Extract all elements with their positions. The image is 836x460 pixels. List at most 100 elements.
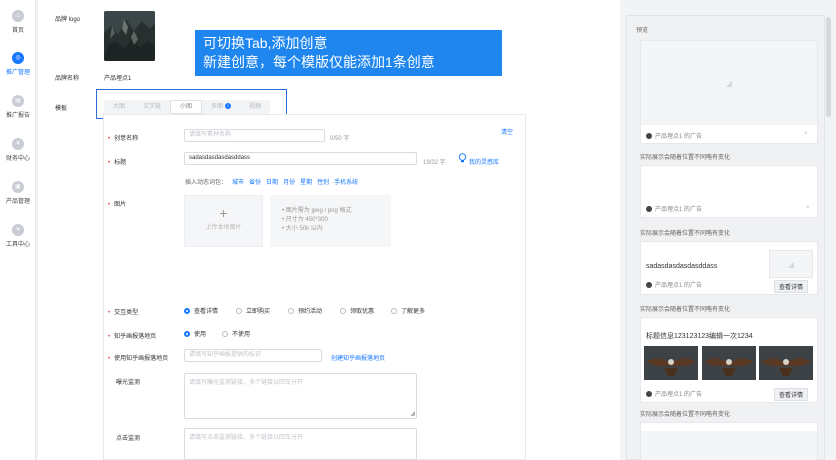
required-mark: • xyxy=(108,136,111,142)
nav-item-report[interactable]: ▤ 推广报告 xyxy=(0,95,36,119)
image-placeholder-icon: ◢ xyxy=(641,41,817,125)
image-label: •图片 xyxy=(108,199,126,208)
ad-source-line: 产品埋点1 的广告 xyxy=(646,389,702,398)
radio-icon xyxy=(288,308,294,314)
dynamic-word-os[interactable]: 手机系统 xyxy=(334,180,359,186)
nav-item-label: 首页 xyxy=(11,28,24,34)
nav-item-label: 推广报告 xyxy=(5,113,30,119)
clear-button[interactable]: 清空 xyxy=(501,130,514,136)
radio-get-coupon[interactable]: 领取优惠 xyxy=(340,306,374,315)
inspiration-library-link[interactable]: 我的灵感库 xyxy=(469,160,500,166)
zhihu-id-input[interactable]: 请填写知乎画报提供的标识 xyxy=(184,349,322,362)
radio-buy-now[interactable]: 立即购买 xyxy=(236,306,270,315)
resize-handle-icon[interactable]: ◢ xyxy=(410,411,415,417)
tab-video[interactable]: 视频 xyxy=(249,104,262,110)
lightbulb-icon[interactable] xyxy=(458,153,467,163)
interaction-type-label: •交互类型 xyxy=(108,307,138,316)
exposure-monitor-textarea[interactable]: 请填写曝光监测链接，多个链接以回车分开 ◢ xyxy=(184,373,417,419)
nav-item-label: 推广管理 xyxy=(5,70,30,76)
brand-name-value: 产品埋点1 xyxy=(104,76,132,82)
label-text: 标题 xyxy=(114,160,127,166)
tab-label: 多图 xyxy=(211,104,224,110)
radio-view-details[interactable]: 查看详情 xyxy=(184,306,218,315)
promotion-icon: ◎ xyxy=(12,52,24,64)
preview-caption: 实际展示会随着位置不同略有变化 xyxy=(640,307,731,313)
dynamic-words-prefix: 插入动态词包： xyxy=(185,180,228,186)
radio-icon xyxy=(222,331,228,337)
view-details-button[interactable]: 查看详情 xyxy=(774,280,809,293)
creative-name-input[interactable]: 请填写素材名称 xyxy=(184,129,325,142)
dynamic-word-month[interactable]: 月份 xyxy=(283,180,296,186)
create-zhihu-landing-link[interactable]: 创建知乎画报落地页 xyxy=(331,356,386,362)
product-icon: ▣ xyxy=(12,181,24,193)
eagle-image xyxy=(644,346,698,380)
nav-item-label: 财务中心 xyxy=(5,156,30,162)
radio-book-event[interactable]: 预约活动 xyxy=(288,306,322,315)
tab-small-image[interactable]: 小图 xyxy=(170,100,203,114)
brand-logo-picture xyxy=(104,11,155,61)
dynamic-word-province[interactable]: 省份 xyxy=(249,180,262,186)
template-tabs: 大图 文字链 小图 多图✓ 视频 xyxy=(104,100,271,114)
finance-icon: ¥ xyxy=(12,138,24,150)
nav-item-home[interactable]: ⌂ 首页 xyxy=(0,10,36,34)
preview-thumbnail xyxy=(759,346,813,380)
upload-tip: • 尺寸为 450*300 xyxy=(282,217,328,223)
tools-icon: ✦ xyxy=(12,224,24,236)
brand-name-label: 品牌名称 xyxy=(55,76,80,82)
nav-item-finance[interactable]: ¥ 财务中心 xyxy=(0,138,36,162)
title-input[interactable]: sadasdasdasdasddass xyxy=(184,152,417,165)
dynamic-word-gender[interactable]: 性别 xyxy=(317,180,330,186)
radio-icon xyxy=(236,308,242,314)
nav-item-product[interactable]: ▣ 产品管理 xyxy=(0,181,36,205)
label-text: 知乎画报落地页 xyxy=(114,334,157,340)
radio-use-zhihu[interactable]: 使用 xyxy=(184,329,206,338)
view-details-button[interactable]: 查看详情 xyxy=(774,388,809,401)
title-counter: 19/32 字 xyxy=(423,160,446,166)
preview-card-small-image: sadasdasdasdasddass ◢ 产品埋点1 的广告 查看详情 xyxy=(640,241,818,295)
preview-scrollbar[interactable] xyxy=(826,17,831,117)
zhihu-landing-label: •知乎画报落地页 xyxy=(108,331,156,340)
dynamic-words-row: 插入动态词包： 城市省份日期月份星期性别手机系统 xyxy=(185,177,358,186)
dynamic-word-weekday[interactable]: 星期 xyxy=(300,180,313,186)
image-placeholder-area xyxy=(641,431,817,460)
tab-large-image[interactable]: 大图 xyxy=(113,104,126,110)
preview-card-large-image: ◢ 产品埋点1 的广告 × xyxy=(640,40,818,144)
eagle-image xyxy=(759,346,813,380)
required-mark: • xyxy=(108,202,111,208)
image-upload-area[interactable]: + 上传本地图片 xyxy=(184,195,263,247)
left-nav: ⌂ 首页 ◎ 推广管理 ▤ 推广报告 ¥ 财务中心 ▣ 产品管理 ✦ 工具中心 xyxy=(0,0,36,460)
radio-no-zhihu[interactable]: 不使用 xyxy=(222,329,250,338)
close-icon[interactable]: × xyxy=(804,131,808,137)
report-icon: ▤ xyxy=(12,95,24,107)
ad-source-line: 产品埋点1 的广告 xyxy=(646,131,702,140)
upload-tip: • 图片需为 jpeg / png 格式 xyxy=(282,208,352,214)
close-icon[interactable]: × xyxy=(806,205,810,211)
preview-caption: 实际展示会随着位置不同略有变化 xyxy=(640,231,731,237)
preview-title: 预览 xyxy=(636,28,649,34)
creative-name-label: •创意名称 xyxy=(108,133,138,142)
click-monitor-label: 点击监测 xyxy=(116,436,141,442)
brand-logo-image[interactable] xyxy=(104,11,155,61)
required-mark: • xyxy=(108,356,111,362)
upload-tip: • 大小 50k 以内 xyxy=(282,226,323,232)
radio-icon xyxy=(184,331,190,337)
preview-card-title: 标题信息123123123编辑一次1234 xyxy=(646,333,753,340)
nav-item-tools[interactable]: ✦ 工具中心 xyxy=(0,224,36,248)
dynamic-word-date[interactable]: 日期 xyxy=(266,180,279,186)
dynamic-word-city[interactable]: 城市 xyxy=(232,180,245,186)
upload-tips: • 图片需为 jpeg / png 格式 • 尺寸为 450*300 • 大小 … xyxy=(270,195,391,247)
tab-text-link[interactable]: 文字链 xyxy=(143,104,162,110)
required-mark: • xyxy=(108,310,111,316)
annotation-line-1: 可切换Tab,添加创意 xyxy=(203,35,328,51)
label-text: 创意名称 xyxy=(114,136,139,142)
tab-multi-image[interactable]: 多图✓ xyxy=(202,100,240,114)
preview-caption: 实际展示会随着位置不同略有变化 xyxy=(640,412,731,418)
click-monitor-textarea[interactable]: 请填写点击监测链接，多个链接以回车分开 xyxy=(184,428,417,460)
preview-card-title: sadasdasdasdasddass xyxy=(646,263,718,270)
label-text: 图片 xyxy=(114,202,127,208)
preview-caption: 实际展示会随着位置不同略有变化 xyxy=(640,155,731,161)
nav-item-promotion[interactable]: ◎ 推广管理 xyxy=(0,52,36,76)
annotation-line-2: 新建创意，每个模版仅能添加1条创意 xyxy=(203,54,435,70)
exposure-monitor-label: 曝光监测 xyxy=(116,380,141,386)
radio-learn-more[interactable]: 了解更多 xyxy=(391,306,425,315)
